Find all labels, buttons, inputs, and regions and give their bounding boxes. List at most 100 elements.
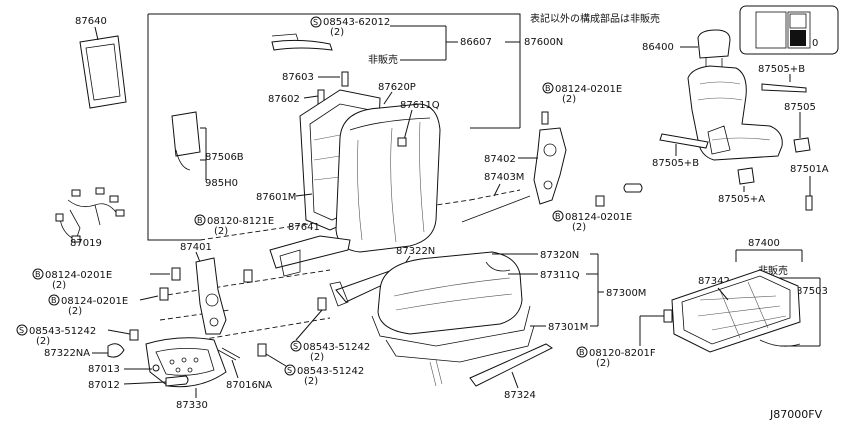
- part-87322na-knob: [107, 343, 125, 358]
- label-08543-51242-a-qty: (2): [36, 336, 50, 347]
- label-not-sold-1: 非販売: [368, 53, 398, 66]
- svg-text:B: B: [579, 348, 585, 357]
- label-08124-0201E-c: 08124-0201E: [45, 270, 112, 281]
- screw-08124-c: [171, 267, 181, 281]
- screw-symbol-s-2: S: [16, 324, 28, 336]
- label-87505B-a: 87505+B: [758, 64, 805, 75]
- part-87505b-a: [761, 83, 807, 93]
- screw-symbol-b-5: B: [48, 294, 60, 306]
- part-87403m-rod: [461, 195, 531, 223]
- label-08124-0201E-d: 08124-0201E: [61, 296, 128, 307]
- label-87640: 87640: [75, 16, 107, 27]
- screw-symbol-b-4: B: [32, 268, 44, 280]
- screw-08124-d: [159, 287, 169, 301]
- label-86607: 86607: [460, 37, 492, 48]
- label-08543-51242-c: 08543-51242: [297, 366, 364, 377]
- label-87402: 87402: [484, 154, 516, 165]
- screw-08124-a: [541, 111, 549, 125]
- label-08120-8121E: 08120-8121E: [207, 216, 274, 227]
- label-87301M: 87301M: [548, 322, 588, 333]
- label-87322NA: 87322NA: [44, 348, 90, 359]
- label-87311Q: 87311Q: [540, 270, 580, 281]
- svg-text:S: S: [313, 18, 318, 27]
- svg-text:B: B: [51, 296, 57, 305]
- screw-symbol-b-1: B: [542, 82, 554, 94]
- label-985H0: 985H0: [205, 178, 238, 189]
- part-87640-board: [79, 35, 127, 109]
- label-87503: 87503: [796, 286, 828, 297]
- label-08124-0201E-b-qty: (2): [572, 222, 586, 233]
- label-87320N: 87320N: [540, 250, 579, 261]
- label-08543-62012-qty: (2): [330, 27, 344, 38]
- screw-symbol-b-6: B: [576, 346, 588, 358]
- part-87641-bracket: [269, 235, 351, 277]
- seat-assembly-overview: [687, 65, 783, 161]
- label-87601M: 87601M: [256, 192, 296, 203]
- screw-08543-a: [129, 329, 139, 341]
- part-87620p-back-cushion: [335, 103, 441, 253]
- label-87505A: 87505+A: [718, 194, 765, 205]
- svg-text:B: B: [545, 84, 551, 93]
- screw-08120-8121E: [243, 269, 253, 283]
- label-08543-51242-b: 08543-51242: [303, 342, 370, 353]
- label-87330: 87330: [176, 400, 208, 411]
- part-87400-seat-track: [671, 269, 801, 353]
- part-87402-recliner: [533, 127, 567, 205]
- label-87603: 87603: [282, 72, 314, 83]
- label-08543-51242-a: 08543-51242: [29, 326, 96, 337]
- part-87505: [793, 137, 811, 153]
- label-87501A: 87501A: [790, 164, 829, 175]
- label-87602: 87602: [268, 94, 300, 105]
- part-87300m-frame: [371, 305, 535, 363]
- label-87403M: 87403M: [484, 172, 524, 183]
- label-87016NA: 87016NA: [226, 380, 272, 391]
- label-87013: 87013: [88, 364, 120, 375]
- screw-87501a: [805, 195, 813, 211]
- inset-vehicle-view: 0: [739, 5, 839, 55]
- label-08124-0201E-d-qty: (2): [68, 306, 82, 317]
- part-small-cap: [623, 183, 643, 193]
- part-lower-rail-hatch: [429, 359, 443, 387]
- label-08120-8201F: 08120-8201F: [589, 348, 656, 359]
- label-87505: 87505: [784, 102, 816, 113]
- label-87506B: 87506B: [205, 152, 244, 163]
- label-87620P: 87620P: [378, 82, 416, 93]
- label-08120-8201F-qty: (2): [596, 358, 610, 369]
- label-87505B-b: 87505+B: [652, 158, 699, 169]
- screw-symbol-b-3: B: [194, 214, 206, 226]
- inset-label: 0: [812, 38, 818, 49]
- label-87322N: 87322N: [396, 246, 435, 257]
- screw-87603: [341, 71, 349, 87]
- label-08543-62012: 08543-62012: [323, 17, 390, 28]
- label-08124-0201E-b: 08124-0201E: [565, 212, 632, 223]
- label-08543-51242-c-qty: (2): [304, 376, 318, 387]
- svg-text:B: B: [35, 270, 41, 279]
- part-87401-recliner: [195, 257, 227, 335]
- svg-text:B: B: [197, 216, 203, 225]
- label-87611Q: 87611Q: [400, 100, 440, 111]
- part-86607-handle: [271, 33, 333, 51]
- label-87641: 87641: [288, 222, 320, 233]
- screw-symbol-s-1: S: [310, 16, 322, 28]
- part-87505b-b: [659, 133, 709, 149]
- part-87019-harness: [55, 187, 125, 243]
- screw-08543-b: [257, 343, 267, 357]
- svg-text:S: S: [293, 342, 298, 351]
- label-08124-0201E-c-qty: (2): [52, 280, 66, 291]
- part-86400-headrest: [697, 29, 731, 68]
- label-86400: 86400: [642, 42, 674, 53]
- part-87611q-tag: [397, 137, 407, 147]
- label-08543-51242-b-qty: (2): [310, 352, 324, 363]
- label-08124-0201E-a-qty: (2): [562, 94, 576, 105]
- label-87012: 87012: [88, 380, 120, 391]
- part-87506b-module: [171, 111, 201, 171]
- svg-text:S: S: [19, 326, 24, 335]
- svg-text:B: B: [555, 212, 561, 221]
- label-87300M: 87300M: [606, 288, 646, 299]
- part-87012-lever: [165, 375, 189, 387]
- screw-symbol-b-2: B: [552, 210, 564, 222]
- screw-symbol-s-3: S: [290, 340, 302, 352]
- screw-symbol-s-4: S: [284, 364, 296, 376]
- screw-08124-b: [595, 195, 605, 207]
